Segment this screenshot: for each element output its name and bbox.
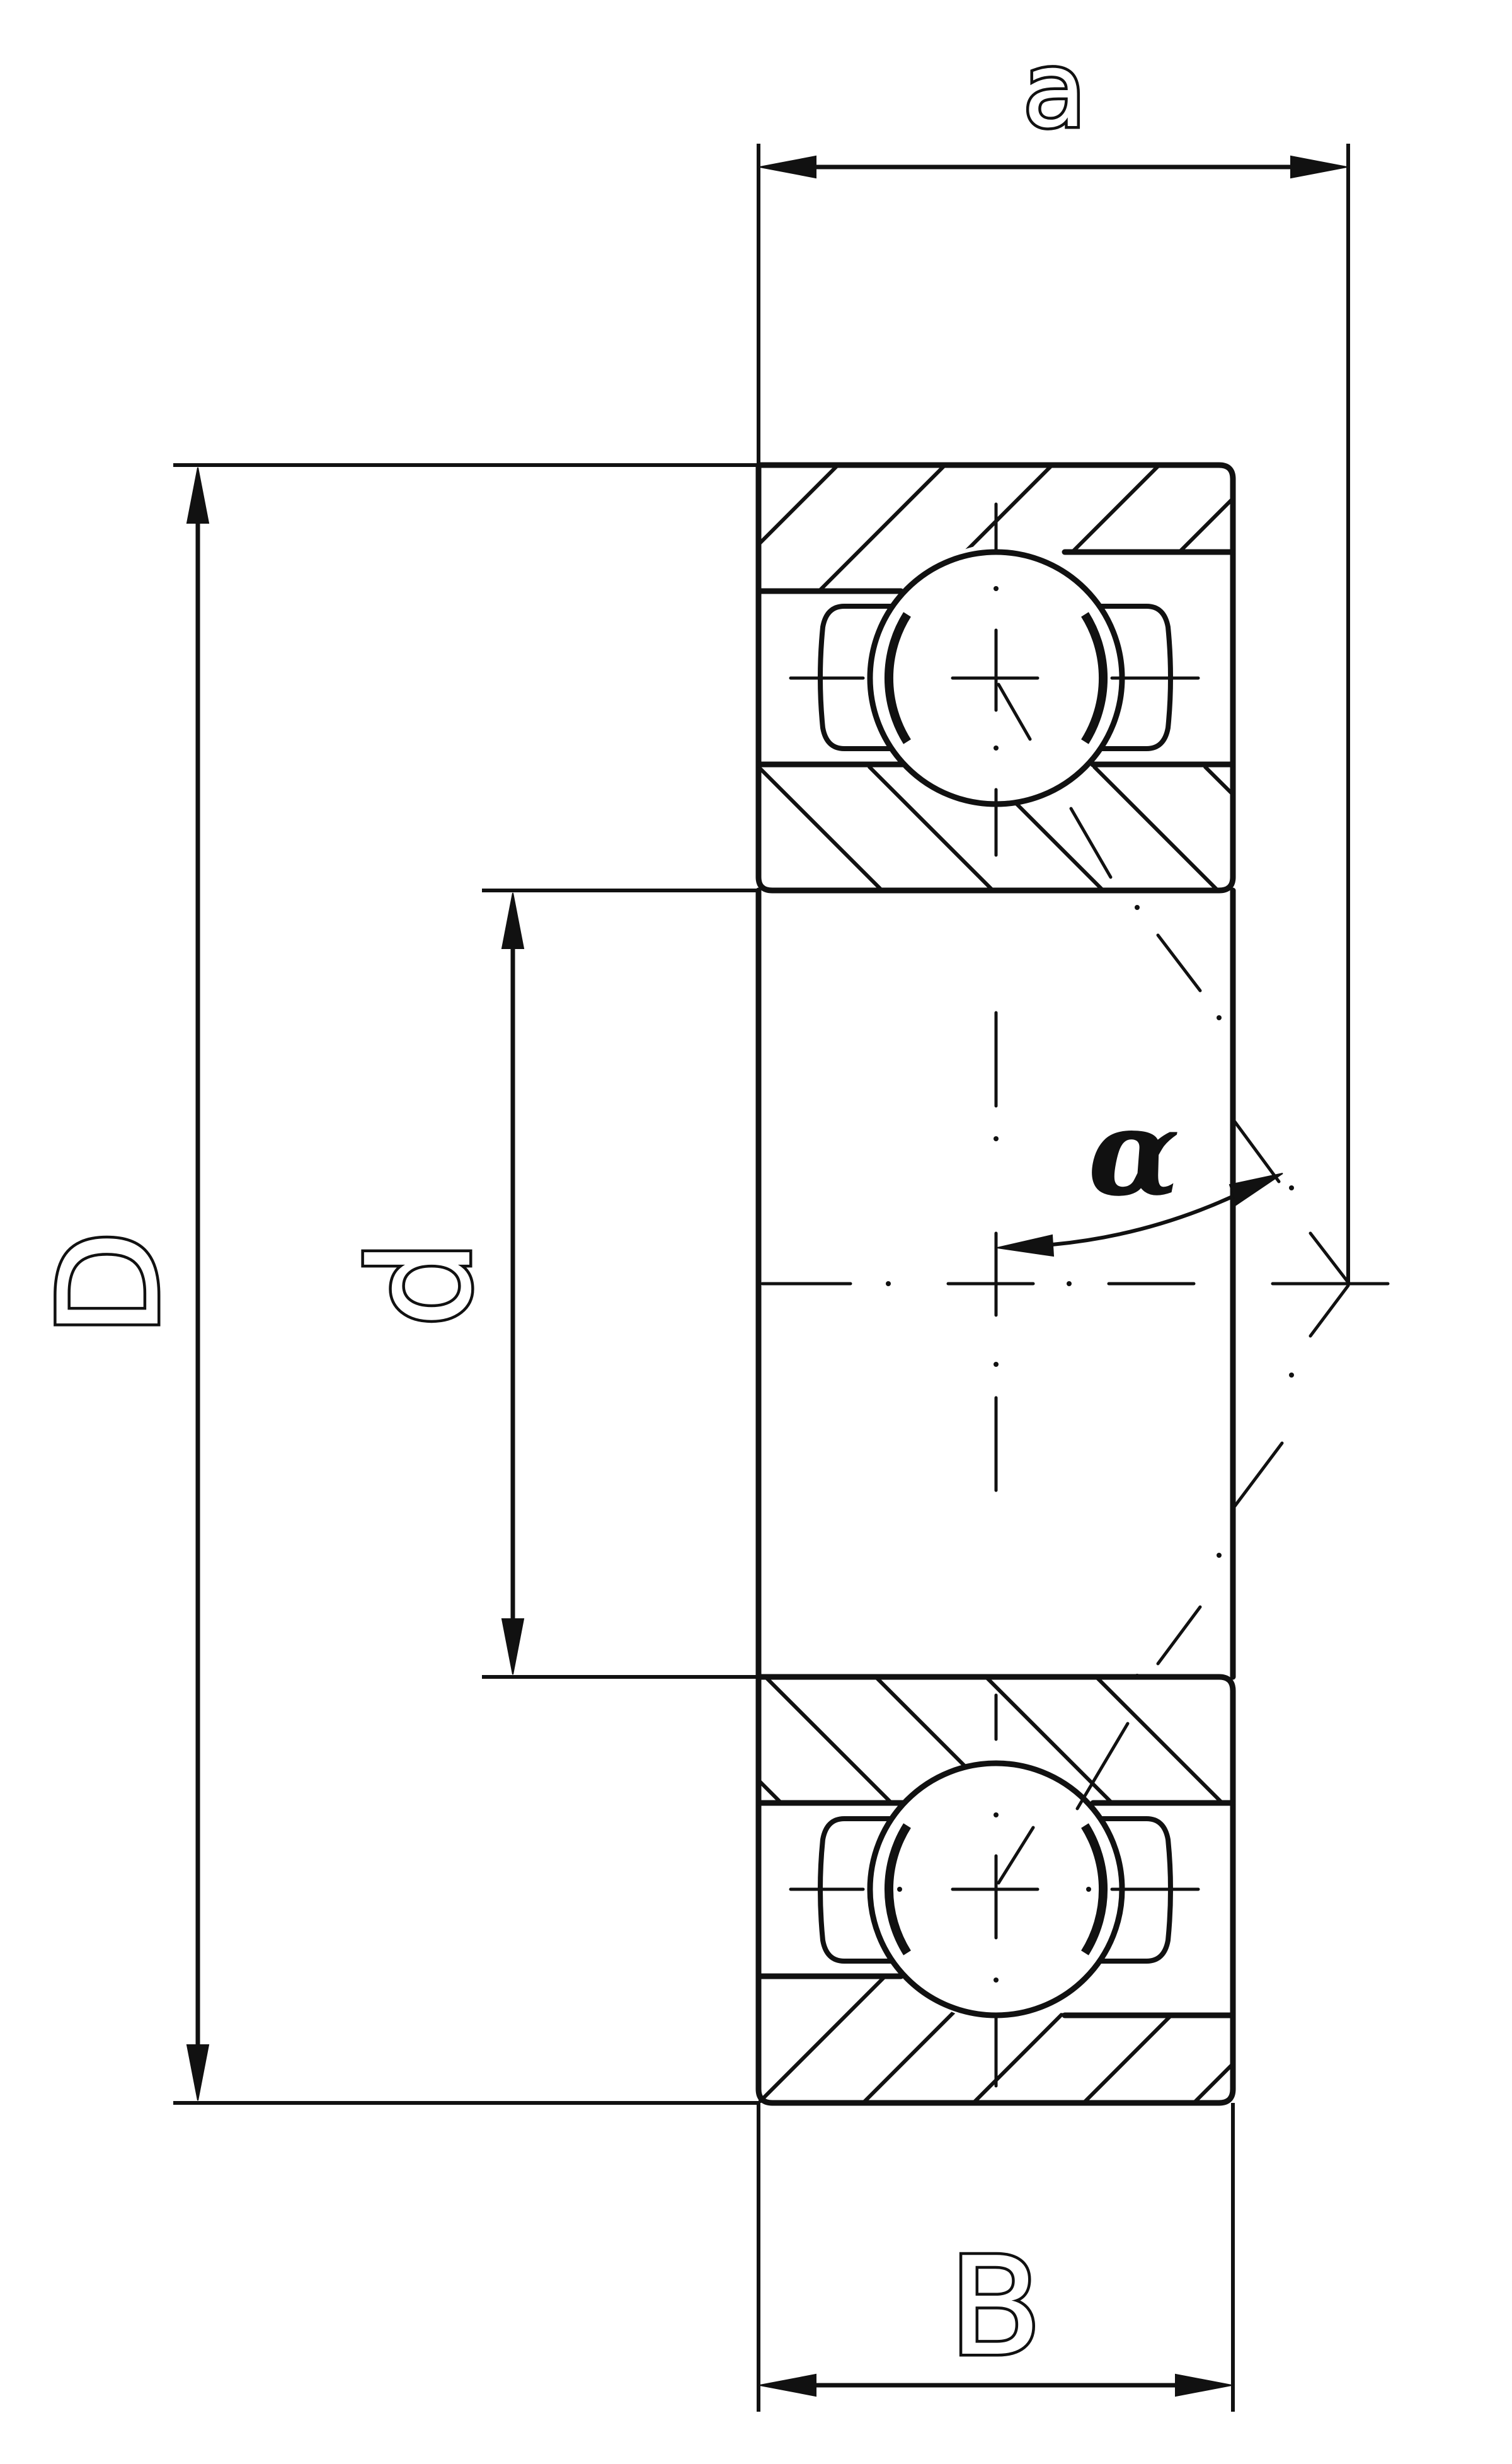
contact-angle-arc xyxy=(997,1173,1283,1257)
dimension-d xyxy=(482,889,759,1679)
dimension-B xyxy=(757,2103,1235,2412)
dimension-label-d: d xyxy=(341,1240,502,1328)
dimension-label-B: B xyxy=(949,2228,1042,2386)
upper-section xyxy=(755,502,1236,857)
lower-section xyxy=(755,1693,1236,2088)
dimension-label-D: D xyxy=(29,1230,190,1337)
dimension-a xyxy=(757,144,1350,1284)
axis-center-line xyxy=(760,1011,1390,1492)
bearing-outline xyxy=(755,462,1236,2106)
contact-angle-lines xyxy=(1069,807,1350,1679)
dimension-D xyxy=(173,463,759,2105)
dimension-label-a: a xyxy=(1022,30,1086,151)
contact-angle-label: α xyxy=(1088,1082,1180,1223)
